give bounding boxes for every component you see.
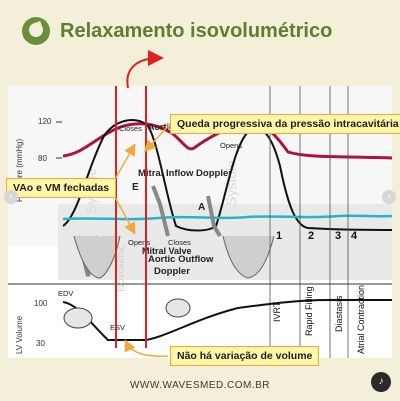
phase-label-rapid-filling: Rapid Filling <box>304 286 314 336</box>
heart-diastole-icon <box>63 307 93 329</box>
volume-tick-30: 30 <box>36 339 45 348</box>
aortic-outflow-envelope <box>222 235 275 279</box>
mitral-inflow-label: Mitral Inflow Doppler <box>138 168 232 179</box>
phase-label-atrial-contraction: Atrial Contraction <box>356 285 366 354</box>
mitral-a-wave: A <box>198 202 205 213</box>
wavesmed-leaf-logo-icon <box>22 17 50 45</box>
mitral-valve-closes: Closes <box>168 238 191 247</box>
esv-label: ESV <box>110 323 125 332</box>
phase-number-1: 1 <box>276 230 282 242</box>
phase-number-3: 3 <box>335 230 341 242</box>
red-arrow-up <box>126 50 164 89</box>
carousel-prev-button[interactable]: ‹ <box>4 190 18 204</box>
volume-tick-100: 100 <box>34 299 48 308</box>
lv-volume-curve <box>62 299 392 341</box>
isovolumic-watermark: Isovolumic <box>116 245 127 292</box>
annotation-no-volume-change: Não há variação de volume <box>170 346 320 366</box>
aortic-pressure-curve <box>62 122 393 160</box>
annotation-valves-closed: VAo e VM fechadas <box>6 178 117 198</box>
phase-label-ivrt: IVRT <box>272 301 282 322</box>
edv-label: EDV <box>58 289 73 298</box>
annotation-pressure-drop: Queda progressiva da pressão intracavitá… <box>170 114 400 134</box>
footer-url: WWW.WAVESMED.COM.BR <box>129 380 271 391</box>
pressure-tick-120: 120 <box>38 117 52 126</box>
phase-number-4: 4 <box>351 230 358 242</box>
lv-volume-axis-label: LV Volume <box>15 315 24 354</box>
header: Relaxamento isovolumétrico <box>22 14 332 48</box>
pressure-tick-80: 80 <box>38 154 47 163</box>
mute-icon[interactable]: ♪ <box>371 372 391 392</box>
page-title: Relaxamento isovolumétrico <box>60 19 333 42</box>
phase-number-2: 2 <box>308 230 314 242</box>
wiggers-diagram: Systole Systole Pressure (mmHg) 120 80 C… <box>8 86 393 358</box>
mitral-valve-opens: Opens <box>128 238 150 247</box>
mitral-e-wave: E <box>132 182 139 193</box>
aortic-valve-closes: Closes <box>119 124 142 133</box>
aortic-valve-opens: Opens <box>220 141 242 150</box>
aortic-outflow-label-line1: Aortic Outflow <box>148 254 214 265</box>
mitral-valve-label: Mitral Valve <box>142 246 192 256</box>
heart-systole-icon <box>165 298 191 318</box>
carousel-next-button[interactable]: › <box>382 190 396 204</box>
pressure-axis-label: Pressure (mmHg) <box>15 139 24 202</box>
systole-watermark: Systole <box>223 160 239 206</box>
aortic-outflow-label-line2: Doppler <box>154 266 190 277</box>
phase-label-diastasis: Diastasis <box>334 295 344 332</box>
